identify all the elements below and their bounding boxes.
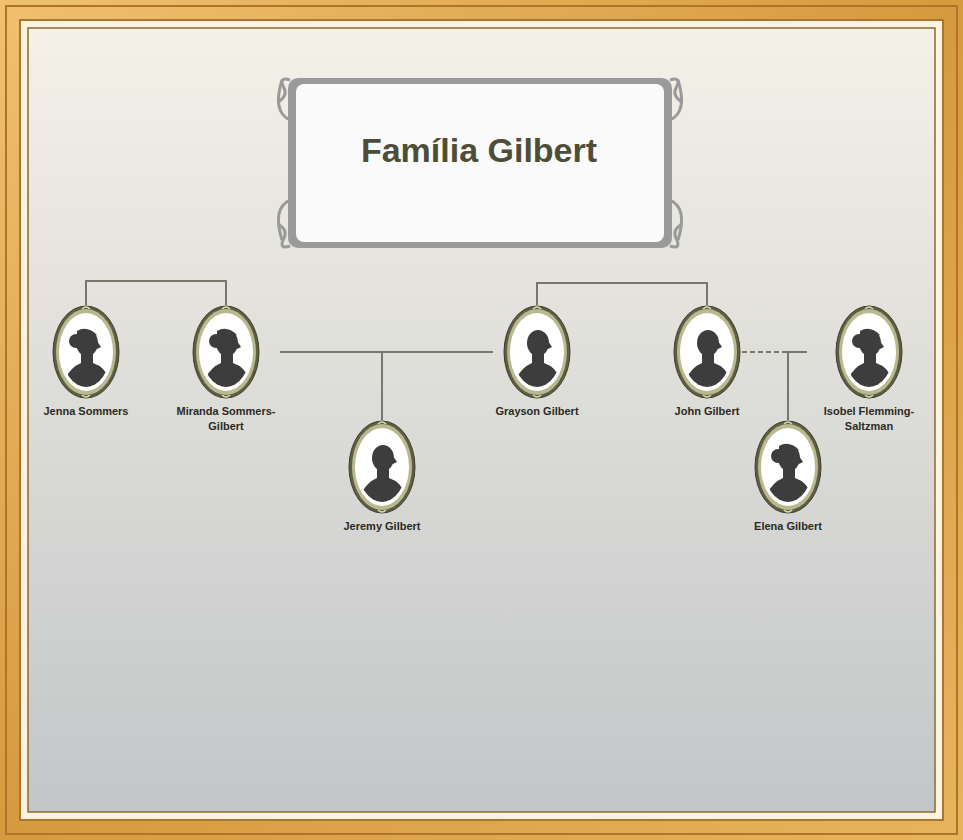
family-link [742, 352, 788, 420]
cameo-portrait [753, 420, 823, 516]
cameo-portrait [502, 305, 572, 401]
person-cameo: Jeremy Gilbert [341, 420, 423, 534]
diagram-title: Família Gilbert [300, 130, 658, 170]
person-cameo: Isobel Flemming-Saltzman [807, 305, 931, 434]
person-name: Jeremy Gilbert [343, 519, 420, 534]
person-name: Grayson Gilbert [495, 404, 578, 419]
person-cameo: Elena Gilbert [752, 420, 824, 534]
cameo-portrait [834, 305, 904, 401]
cameo-portrait [672, 305, 742, 401]
frame-line [20, 20, 943, 820]
title-frame [278, 78, 682, 248]
person-name: Isobel Flemming-Saltzman [809, 404, 929, 434]
family-link [382, 352, 493, 420]
cameo-portrait [191, 305, 261, 401]
family-link [86, 281, 226, 305]
ground [28, 28, 935, 812]
person-cameo: Grayson Gilbert [493, 305, 581, 419]
cameo-portrait [51, 305, 121, 401]
person-cameo: John Gilbert [672, 305, 742, 419]
frame-line [6, 6, 957, 834]
person-name: Elena Gilbert [754, 519, 822, 534]
person-cameo: Miranda Sommers-Gilbert [172, 305, 280, 434]
person-cameo: Jenna Sommers [42, 305, 131, 419]
person-name: John Gilbert [675, 404, 740, 419]
person-name: Jenna Sommers [44, 404, 129, 419]
person-name: Miranda Sommers-Gilbert [174, 404, 278, 434]
family-link [280, 352, 382, 420]
family-link [788, 352, 807, 420]
cameo-portrait [347, 420, 417, 516]
family-link [537, 283, 707, 305]
